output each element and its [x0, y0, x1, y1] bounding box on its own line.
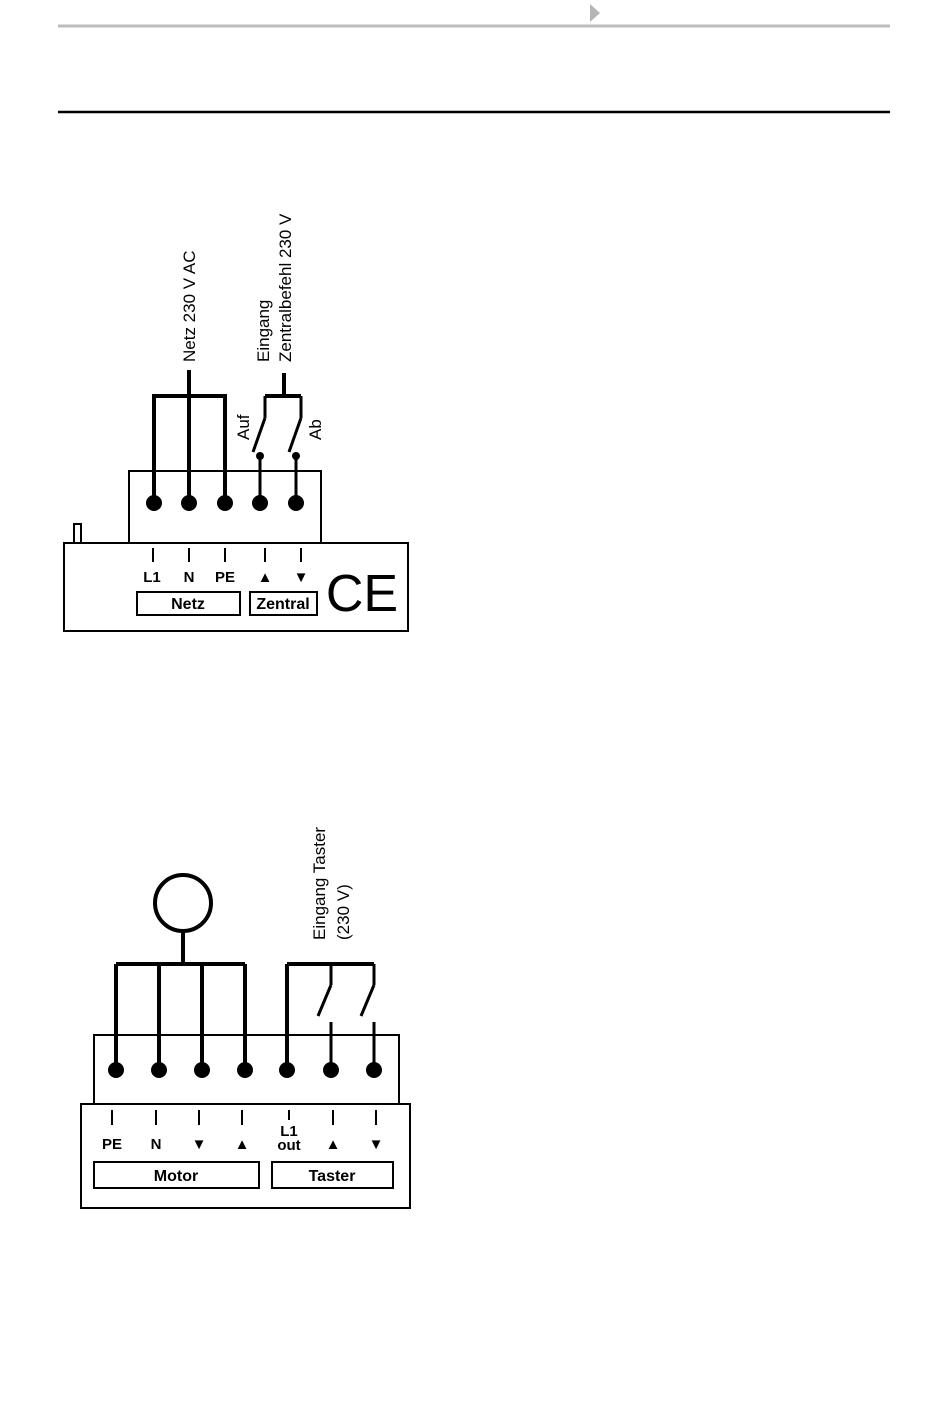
terminal-down — [288, 495, 304, 511]
terminal-label-l1: L1 — [143, 569, 161, 586]
up-arrow-icon: ▲ — [258, 569, 273, 586]
terminal-pe — [217, 495, 233, 511]
group-label-zentral: Zentral — [256, 596, 309, 613]
up-arrow-icon: ▲ — [326, 1136, 341, 1153]
play-triangle-icon — [590, 4, 600, 22]
down-arrow-icon: ▼ — [369, 1136, 384, 1153]
terminal2-down — [194, 1062, 210, 1078]
terminal2-l1 — [279, 1062, 295, 1078]
down-arrow-icon: ▼ — [192, 1136, 207, 1153]
switch-up-contact — [253, 418, 265, 452]
group-label-motor: Motor — [154, 1168, 198, 1185]
terminal-n — [181, 495, 197, 511]
switch-down-pivot — [292, 452, 300, 460]
switch-up-pivot — [256, 452, 264, 460]
terminal2-pe — [108, 1062, 124, 1078]
terminal-up — [252, 495, 268, 511]
motor-icon — [155, 875, 211, 931]
terminal2-n — [151, 1062, 167, 1078]
terminal-label-n: N — [184, 569, 195, 586]
taster-up-contact — [318, 985, 331, 1016]
up-arrow-icon: ▲ — [235, 1136, 250, 1153]
terminal2-label-n: N — [151, 1136, 162, 1153]
label-eingang: Eingang — [254, 300, 273, 362]
diagram2-terminals — [108, 1062, 382, 1078]
terminal2-label-out: out — [277, 1137, 300, 1154]
down-arrow-icon: ▼ — [294, 569, 309, 586]
terminal-label-pe: PE — [215, 569, 235, 586]
group-label-netz: Netz — [171, 596, 205, 613]
label-ab: Ab — [306, 419, 325, 440]
device-body-2 — [81, 1104, 410, 1208]
device-tab — [74, 524, 81, 543]
terminal-l1 — [146, 495, 162, 511]
switch-down-contact — [289, 418, 301, 452]
diagram-motor-button — [81, 875, 410, 1208]
terminal2-label-pe: PE — [102, 1136, 122, 1153]
label-netz-230v: Netz 230 V AC — [180, 250, 199, 362]
label-eingang-taster: Eingang Taster — [310, 827, 329, 940]
group-label-taster: Taster — [309, 1168, 356, 1185]
label-auf: Auf — [234, 414, 253, 440]
terminal2-up — [237, 1062, 253, 1078]
terminal2-taster-down — [366, 1062, 382, 1078]
ce-mark-icon: CE — [326, 565, 398, 623]
label-230v: (230 V) — [334, 884, 353, 940]
label-zentralbefehl: Zentralbefehl 230 V — [276, 213, 295, 362]
terminal2-taster-up — [323, 1062, 339, 1078]
taster-down-contact — [361, 985, 374, 1016]
